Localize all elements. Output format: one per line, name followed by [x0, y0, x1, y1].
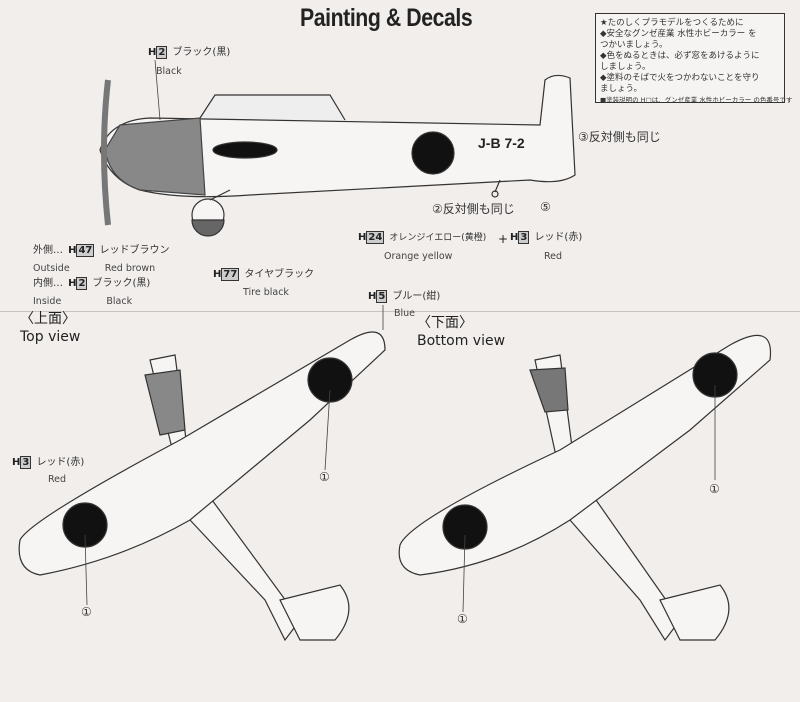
notice-line: ■塗装説明の H□は、グンゼ産業 水性ホビーカラー の色番号です — [600, 96, 793, 104]
notice-line: しましょう。 — [600, 62, 651, 72]
bottom-view-decal-1-left: ① — [457, 612, 468, 626]
leader-lines — [84, 59, 716, 613]
tail-code: J-B 7-2 — [478, 135, 525, 151]
plus-sign: + — [498, 232, 509, 246]
notice-line: ましょう。 — [600, 84, 642, 94]
top-view-decal-1-left: ① — [81, 605, 92, 619]
decal-2-note: ②反対側も同じ — [432, 202, 515, 216]
notice-line: つかいましょう。 — [600, 40, 668, 50]
top-view-heading: 〈上面〉Top view — [20, 311, 81, 345]
notice-line: ◆色をぬるときは、必ず窓をあけるように — [600, 51, 760, 61]
bottom-view-decal-1-right: ① — [709, 482, 720, 496]
decal-5-marker: ⑤ — [540, 200, 551, 214]
top-view-aircraft — [18, 331, 386, 642]
bottom-view-heading: 〈下面〉Bottom view — [417, 315, 506, 349]
fold-line — [0, 311, 800, 312]
safety-notice-box: ★たのしくプラモデルをつくるために ◆安全なグンゼ産業 水性ホビーカラー を つ… — [595, 13, 793, 104]
notice-line: ★たのしくプラモデルをつくるために — [600, 18, 744, 28]
page-title: Painting & Decals — [300, 4, 473, 32]
side-view-aircraft — [99, 74, 576, 237]
bottom-view-aircraft — [398, 334, 772, 642]
decal-3-note: ③反対側も同じ — [578, 130, 661, 144]
notice-line: ◆塗料のそばで火をつかわないことを守り — [600, 73, 760, 83]
top-view-decal-1-wing: ① — [319, 470, 330, 484]
notice-line: ◆安全なグンゼ産業 水性ホビーカラー を — [600, 29, 757, 39]
